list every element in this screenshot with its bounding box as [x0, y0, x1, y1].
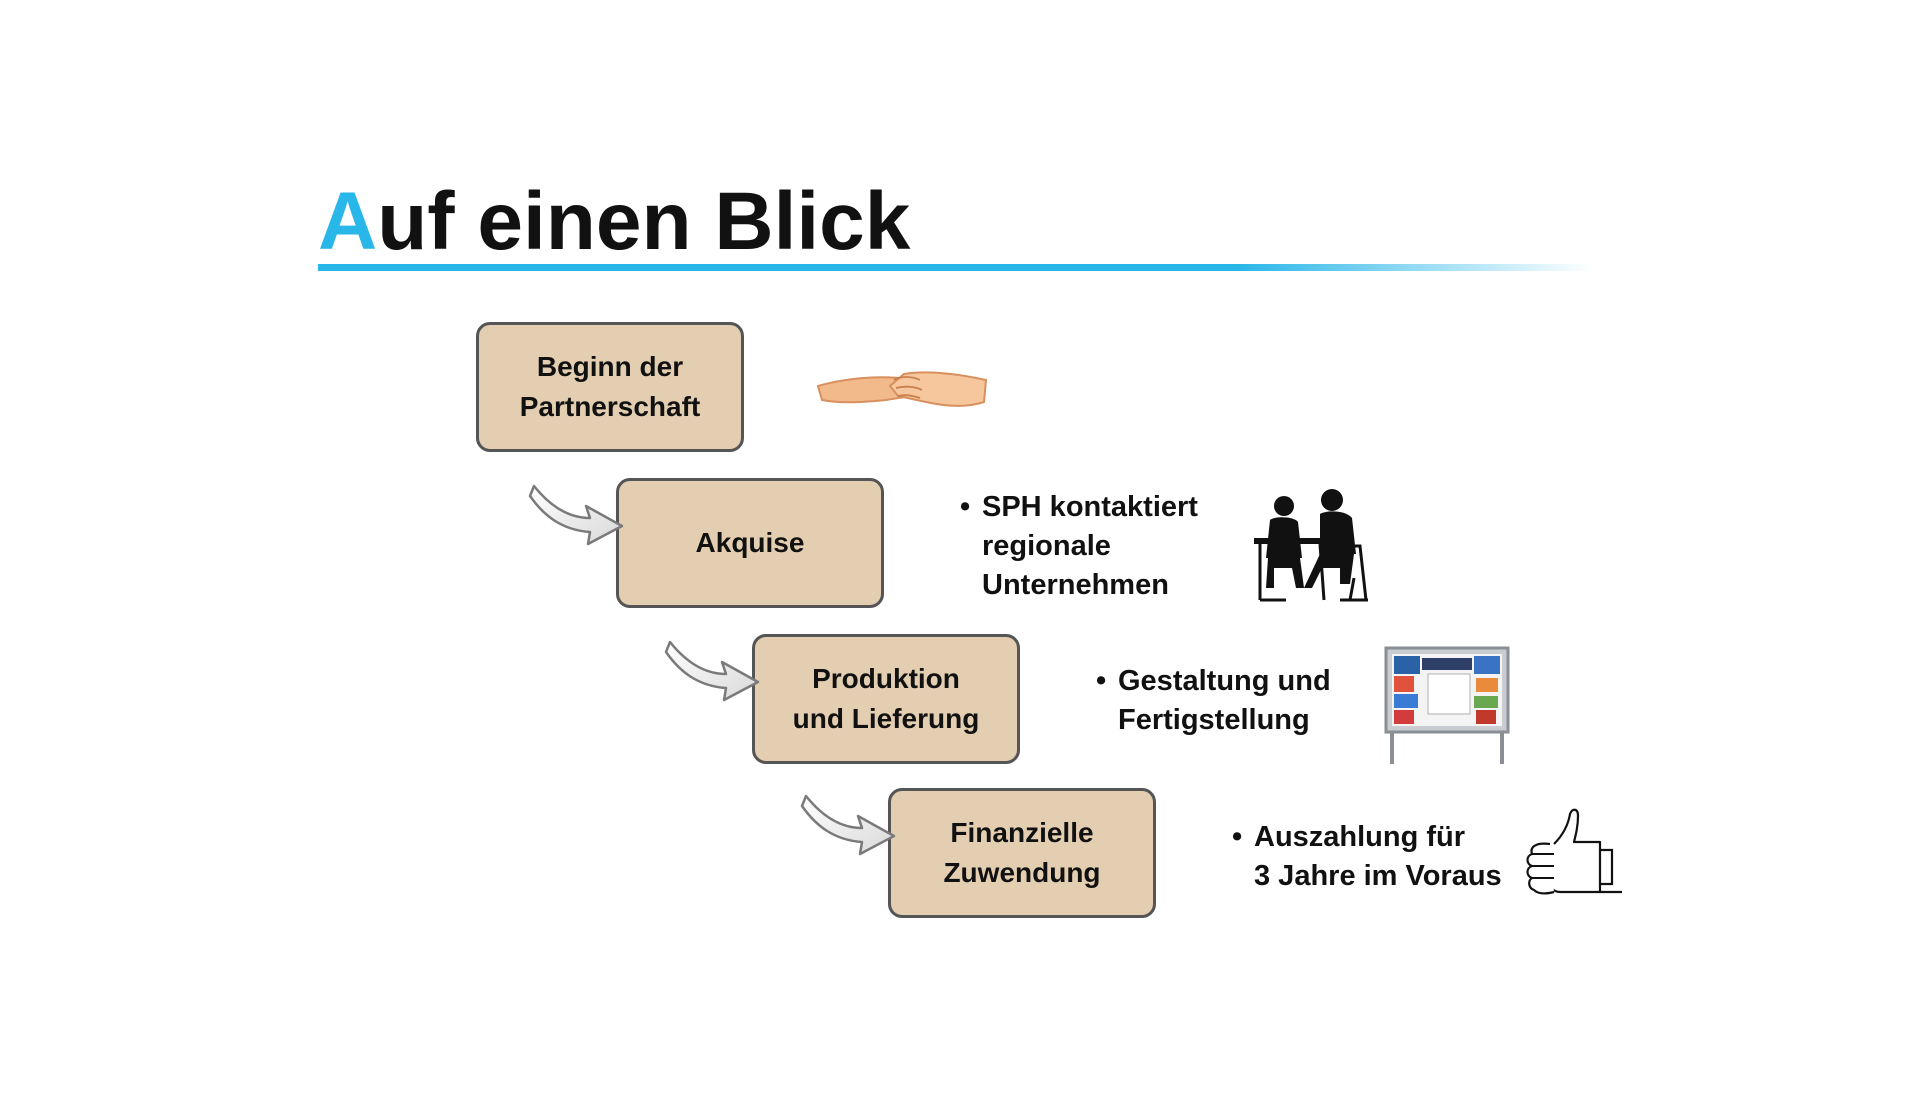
title-rest: uf einen Blick: [377, 176, 911, 267]
title-accent-letter: A: [318, 176, 378, 267]
step-label-partnership: Beginn der Partnerschaft: [519, 351, 701, 422]
detail-acquisition: • SPH kontaktiert regionale Unternehmen: [960, 488, 1198, 605]
notice-board-icon: [1384, 646, 1510, 764]
detail-funding: • Auszahlung für 3 Jahre im Voraus: [1232, 818, 1502, 896]
page-title: Auf einen Blick: [318, 172, 910, 272]
step-box-funding: Finanzielle Zuwendung: [888, 788, 1156, 918]
step-label-production: Produktion und Lieferung: [792, 663, 980, 734]
step-label-acquisition: Akquise: [695, 527, 805, 558]
title-underline: [318, 264, 1593, 271]
step-box-acquisition: Akquise: [616, 478, 884, 608]
bullet-marker: •: [1232, 821, 1243, 853]
thumbs-up-icon: [1526, 808, 1622, 895]
bullet-marker: •: [1096, 665, 1107, 697]
meeting-silhouette-icon: [1254, 489, 1368, 602]
detail-production: • Gestaltung und Fertigstellung: [1096, 662, 1331, 740]
flow-arrow-2: [664, 640, 760, 702]
step-box-production: Produktion und Lieferung: [752, 634, 1020, 764]
flow-arrow-3: [800, 794, 896, 856]
flow-arrow-1: [528, 484, 624, 546]
bullet-marker: •: [960, 491, 971, 523]
step-box-partnership: Beginn der Partnerschaft: [476, 322, 744, 452]
detail-text-funding: Auszahlung für 3 Jahre im Voraus: [1254, 821, 1502, 892]
step-label-funding: Finanzielle Zuwendung: [943, 817, 1101, 888]
detail-text-acquisition: SPH kontaktiert regionale Unternehmen: [982, 491, 1198, 601]
handshake-icon: [816, 371, 988, 407]
detail-text-production: Gestaltung und Fertigstellung: [1118, 665, 1331, 736]
